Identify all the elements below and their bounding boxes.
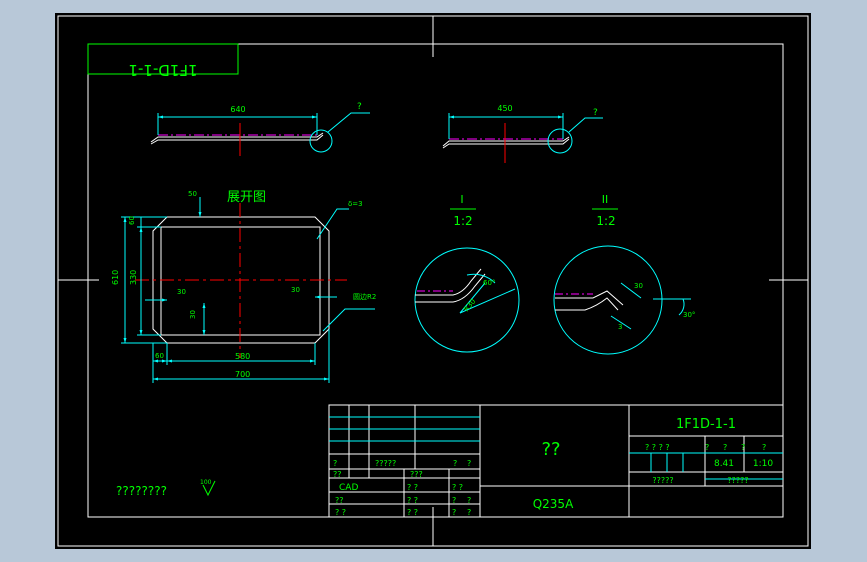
dim-60-bottom: 60 [155,352,164,360]
tb-label-4: ??? [410,470,423,479]
mirrored-code-box: 1F1D-1-1 [87,43,239,79]
sign-10: ? [467,508,471,517]
sign-3: ? ? [407,496,418,505]
detail-1-scale: 1:2 [453,214,472,228]
title-block: 1F1D-1-1 ?? Q235A ? ? ? ? ? ? ? ? 8.41 1… [328,404,784,518]
sign-9: ? [452,508,456,517]
header-2: ? [705,443,709,452]
detail-circle-1 [309,129,333,153]
detail-2-dim-3: 3 [618,323,622,331]
header-1: ? ? ? ? [645,443,670,452]
mirrored-code: 1F1D-1-1 [128,61,197,79]
cad-drawing: 1F1D-1-1 640 ? 450 ? 展开图 [57,15,809,547]
corner-note: 圆边R2 [353,292,376,301]
header-4: ? [741,443,745,452]
dim-30-right: 30 [291,286,300,294]
dim-580: 580 [235,352,250,361]
tb-label-2: ?? [333,470,342,479]
tb-label-6: ? [467,459,471,468]
tb-label-1: ? [333,459,337,468]
drawing-sheet: 1F1D-1-1 640 ? 450 ? 展开图 [55,13,811,549]
dim-50: 50 [188,190,197,198]
callout-2: ? [593,108,598,118]
detail-1-label: I [460,193,463,206]
sign-4: ? ? [407,508,418,517]
thickness-note: δ=3 [348,200,363,208]
dim-30-left: 30 [177,288,186,296]
roughness-symbol: 100 [200,479,212,486]
centering-marks [58,16,808,546]
cad-label: CAD [339,483,358,493]
dim-610: 610 [111,270,120,285]
detail-2-label: II [602,193,609,206]
sign-6: ? ? [452,483,463,492]
development-title: 展开图 [227,190,266,205]
material: Q235A [533,497,574,511]
length-450: 450 [497,104,512,113]
weight: 8.41 [714,459,734,469]
detail-view-2: II 1:2 30 3 30° [553,193,695,355]
dim-700: 700 [235,370,250,379]
sign-1: ?? [335,496,344,505]
outer-border [57,15,809,547]
callout-1: ? [357,102,362,112]
header-3: ? [723,443,727,452]
dim-330: 330 [129,270,138,285]
detail-1-angle: 60° [483,279,495,287]
detail-1-radius: R30 [462,298,477,314]
roughness-note: ???????? [116,484,167,498]
development-view: 展开图 50 [111,190,376,383]
sheet-left: ????? [652,476,673,485]
sign-7: ? [452,496,456,505]
tb-label-5: ? [453,459,457,468]
detail-2-scale: 1:2 [596,214,615,228]
part-name: ?? [541,439,560,460]
tb-label-3: ????? [375,459,396,468]
sheet-right: ????? [727,476,748,485]
sign-8: ? [467,496,471,505]
dim-60-top: 60 [128,216,136,225]
detail-circle-2 [547,128,573,154]
detail-2-dim-30: 30 [634,282,643,290]
roughness-note-group: ???????? 100 [116,479,216,498]
dim-30-vert: 30 [189,310,197,319]
header-5: ? [762,443,766,452]
sign-5: ? ? [335,508,346,517]
length-640: 640 [230,105,245,114]
scale: 1:10 [753,459,773,469]
drawing-number: 1F1D-1-1 [676,417,736,432]
side-view-right: 450 ? [442,104,603,163]
detail-view-1: I 1:2 60° R30 [414,193,520,353]
detail-2-angle: 30° [683,311,695,319]
sign-2: ? ? [407,483,418,492]
side-view-left: 640 ? [150,102,370,156]
